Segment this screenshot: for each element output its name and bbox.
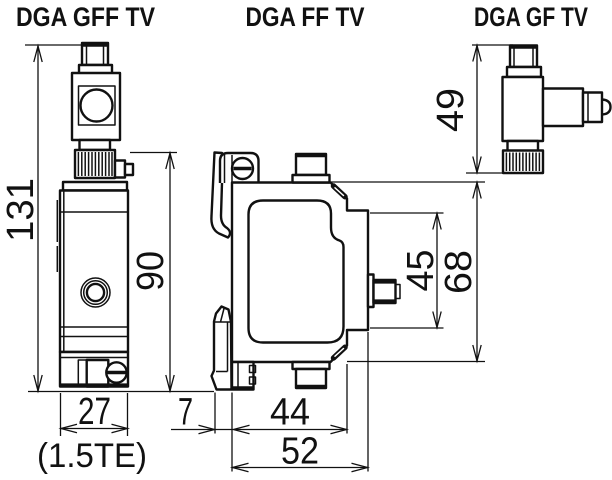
enclosure-body xyxy=(58,189,130,354)
connector-collar xyxy=(505,65,543,79)
dim-total-depth-52 xyxy=(229,332,371,473)
dim-text-131: 131 xyxy=(0,178,42,242)
dimension-lines xyxy=(25,42,513,473)
enclosure-body xyxy=(230,181,370,364)
front-port-inner xyxy=(85,282,106,303)
dim-text-7: 7 xyxy=(178,392,193,434)
device-left-front-view xyxy=(56,41,135,388)
din-lever-top xyxy=(210,151,232,239)
dim-text-44: 44 xyxy=(270,392,310,434)
dim-connector-height-45 xyxy=(370,210,444,331)
top-plate xyxy=(61,180,129,192)
dim-width-27 xyxy=(58,393,131,436)
dim-body-depth-44 xyxy=(230,364,350,435)
product-label-middle: DGA FF TV xyxy=(246,2,365,32)
plug-tip xyxy=(601,98,612,116)
side-boss xyxy=(541,87,585,128)
text-layer: DGA GFF TV DGA FF TV DGA GF TV 131 90 27… xyxy=(0,2,588,475)
dim-total-height-131 xyxy=(25,43,81,394)
dim-height-49 xyxy=(466,42,513,176)
side-nub xyxy=(113,159,127,179)
terminal-clamp xyxy=(85,358,110,388)
adapter-body xyxy=(501,75,545,143)
dim-text-45: 45 xyxy=(400,250,442,292)
side-plug xyxy=(581,91,604,124)
dim-total-height-68 xyxy=(331,179,485,364)
dim-text-49: 49 xyxy=(430,88,472,132)
dim-text-27: 27 xyxy=(78,391,111,433)
front-port-outer xyxy=(80,277,111,308)
dim-rail-offset-7 xyxy=(171,392,233,435)
din-clamp-bottom xyxy=(210,305,233,391)
inner-contour xyxy=(247,199,345,344)
neck xyxy=(78,138,112,152)
device-middle-side-view xyxy=(210,151,401,391)
dim-body-height-90 xyxy=(130,150,177,394)
product-label-left: DGA GFF TV xyxy=(16,2,155,32)
dim-note-1-5te: (1.5TE) xyxy=(37,437,147,475)
dim-text-68: 68 xyxy=(438,250,480,294)
device-right-adapter-view xyxy=(501,44,612,175)
dim-text-90: 90 xyxy=(130,251,172,291)
adapter-port-circle xyxy=(79,88,114,123)
dim-text-52: 52 xyxy=(281,431,319,473)
product-label-right: DGA GF TV xyxy=(474,2,588,32)
